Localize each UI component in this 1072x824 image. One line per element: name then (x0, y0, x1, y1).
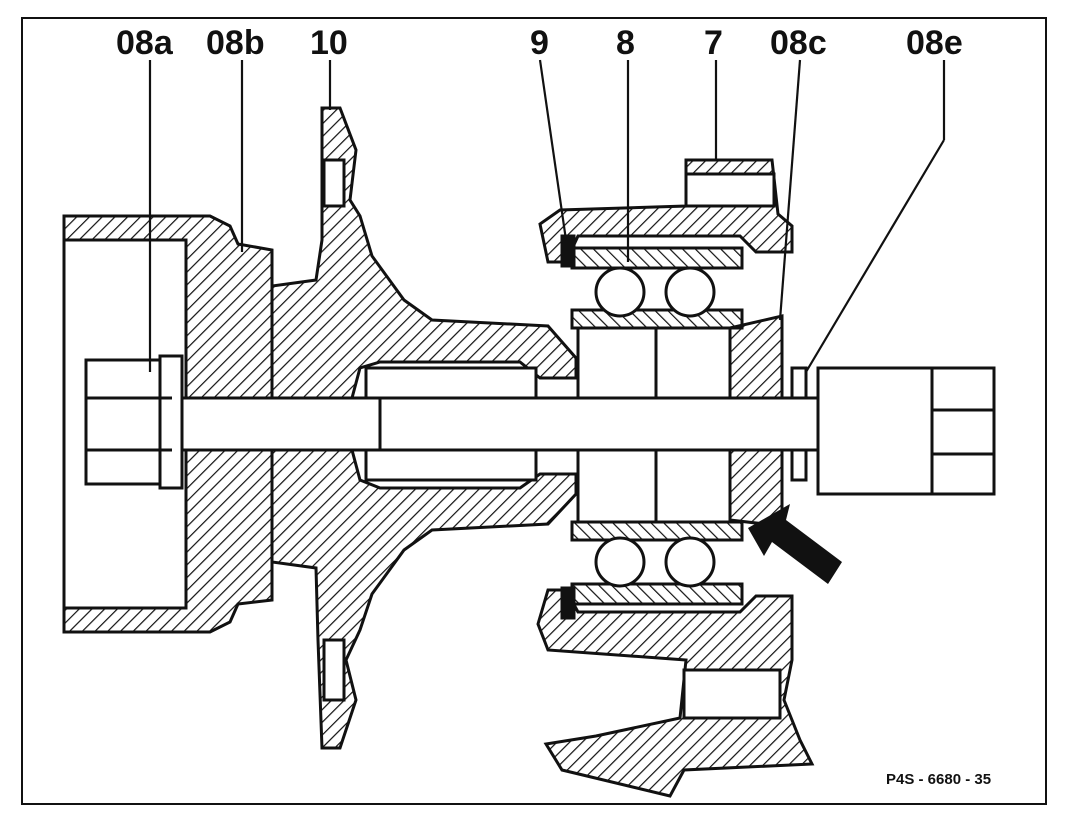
leader-lines (148, 59, 946, 373)
spindle (178, 396, 822, 452)
callout-labels: 08a 08b 10 9 8 7 08c 08e (116, 24, 963, 62)
label-9: 9 (530, 24, 549, 62)
bolt-head-08a (84, 354, 184, 490)
figure-reference: P4S - 6680 - 35 (886, 771, 991, 788)
circlip-9 (560, 234, 576, 620)
label-08e: 08e (906, 24, 963, 62)
figure-frame (21, 17, 1047, 805)
nut-08e (790, 366, 996, 496)
leader-08e-diag (805, 139, 945, 373)
label-08c: 08c (770, 24, 827, 62)
leader-9 (538, 59, 568, 241)
label-8: 8 (616, 24, 635, 62)
label-10: 10 (310, 24, 348, 62)
label-08a: 08a (116, 24, 174, 62)
wheel-bearing-8 (570, 246, 744, 606)
wheel-hub-10 (270, 106, 578, 750)
label-08b: 08b (206, 24, 265, 62)
leader-08c (778, 59, 802, 321)
steering-knuckle-7 (536, 158, 815, 798)
label-7: 7 (704, 24, 723, 62)
press-arrow (748, 504, 842, 584)
